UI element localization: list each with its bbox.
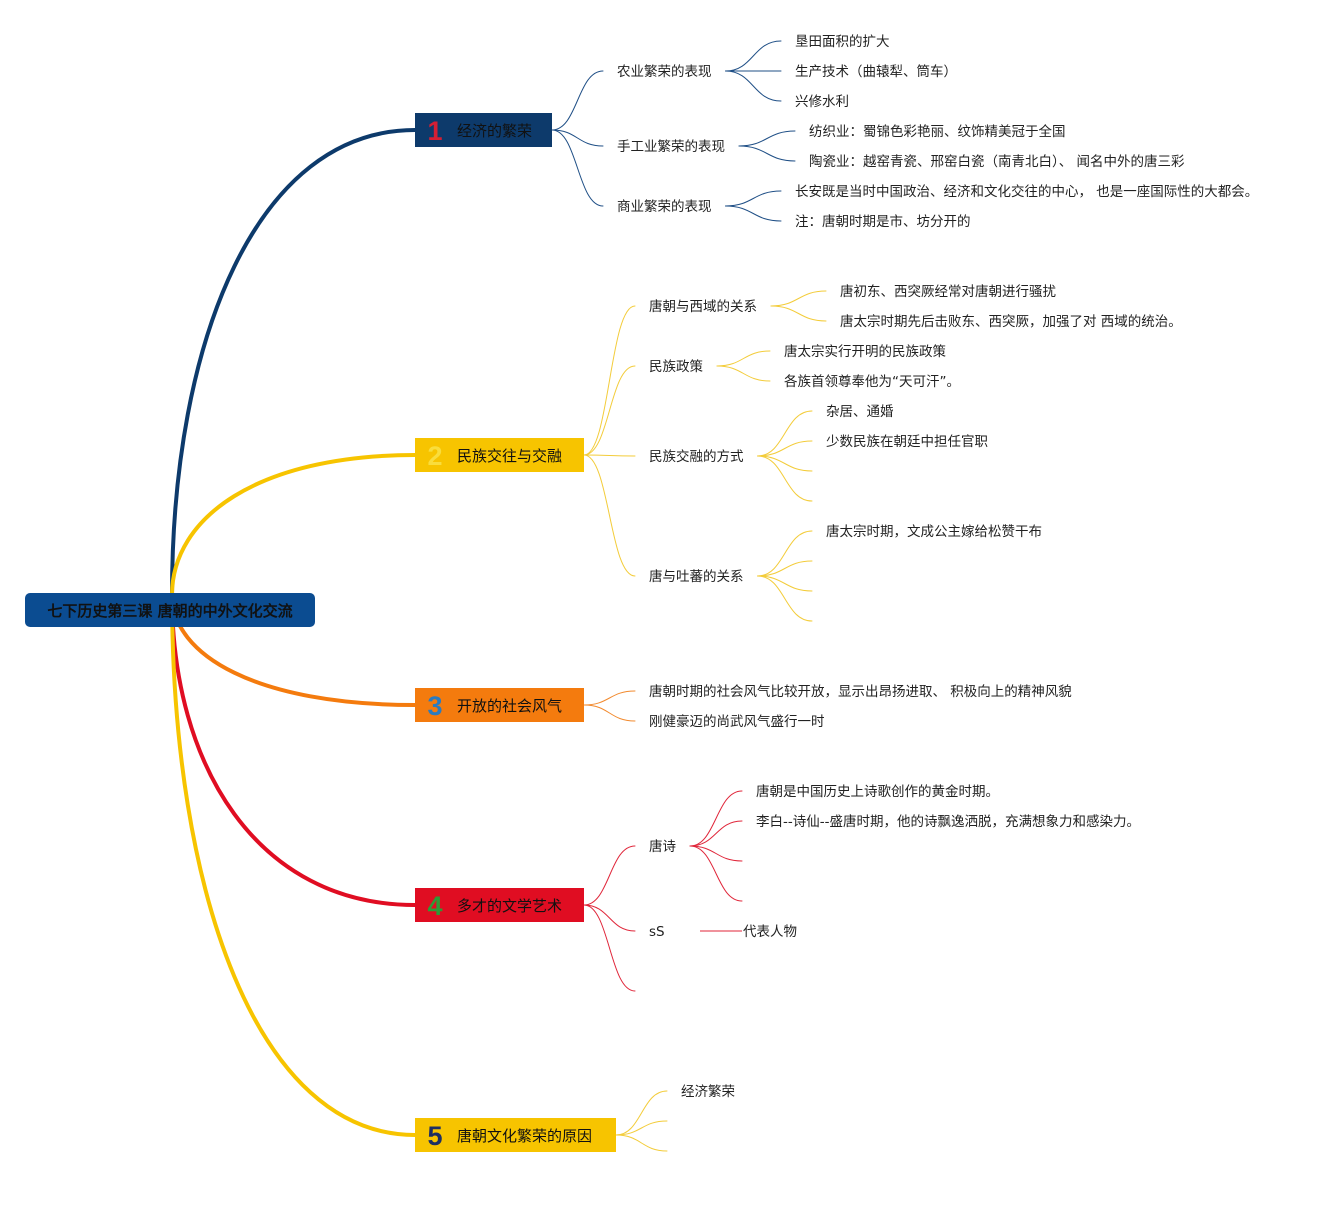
branch-box [415,438,584,472]
root-label: 七下历史第三课 唐朝的中外文化交流 [47,602,292,620]
branch-number: 1 [427,116,442,146]
topic-connector [583,690,636,706]
branch-number: 4 [427,891,442,921]
branch-box [415,688,584,722]
branch-label: 唐朝文化繁荣的原因 [457,1127,592,1145]
leaf-label[interactable]: 各族首领尊奉他为“天可汗”。 [784,374,960,390]
leaf-label[interactable]: 长安既是当时中国政治、经济和文化交往的中心， 也是一座国际性的大都会。 [795,183,1258,200]
leaf-connector [725,40,782,72]
leaf-label[interactable]: 唐太宗实行开明的民族政策 [784,343,946,360]
topic-label[interactable]: 唐与吐蕃的关系 [649,568,744,585]
branch-connector-1 [170,128,417,597]
branch-number: 5 [427,1121,442,1151]
topic-connector [615,1120,668,1136]
leaf-label[interactable]: 唐太宗时期，文成公主嫁给松赞干布 [826,523,1042,540]
topic-connector [551,129,604,207]
topic-label[interactable]: 唐诗 [649,838,676,855]
root-node[interactable]: 七下历史第三课 唐朝的中外文化交流 [25,593,315,627]
leaf-label[interactable]: 兴修水利 [795,94,849,110]
branch-label: 民族交往与交融 [457,447,562,465]
leaf-connector [770,290,827,307]
branch-box [415,888,584,922]
topic-connector [583,704,636,722]
branch-box [415,1118,616,1152]
leaf-connector [738,145,796,162]
topic-label[interactable]: 刚健豪迈的尚武风气盛行一时 [649,714,825,730]
topic-label[interactable]: 农业繁荣的表现 [617,64,712,80]
topic-label[interactable]: sS [649,924,665,940]
topic-label[interactable]: 唐朝时期的社会风气比较开放，显示出昂扬进取、 积极向上的精神风貌 [649,683,1072,700]
connector-lines [170,40,827,1152]
leaf-connector [725,190,782,207]
leaf-connector [689,845,743,862]
leaf-label[interactable]: 李白--诗仙--盛唐时期，他的诗飘逸洒脱，充满想象力和感染力。 [756,813,1140,830]
branch-box [415,113,552,147]
branch-connector-4 [170,593,417,907]
topic-connector [583,305,636,456]
branch-connector-5 [170,593,417,1137]
leaf-connector [757,455,813,502]
leaf-label[interactable]: 生产技术（曲辕犁、筒车） [795,63,957,80]
leaf-connector [757,575,813,592]
topic-label[interactable]: 唐朝与西域的关系 [649,298,757,315]
leaf-label[interactable]: 唐初东、西突厥经常对唐朝进行骚扰 [840,283,1056,300]
branch-label: 经济的繁荣 [457,122,532,140]
leaf-connector [770,305,827,322]
leaf-connector [689,820,743,847]
leaf-label[interactable]: 少数民族在朝廷中担任官职 [826,434,988,450]
topic-connector [615,1134,668,1152]
branch-node-4[interactable]: 4 多才的文学艺术 [415,888,584,922]
leaf-label[interactable]: 注：唐朝时期是市、坊分开的 [795,213,971,230]
leaf-connector [757,560,813,577]
leaf-label[interactable]: 唐朝是中国历史上诗歌创作的黄金时期。 [756,783,999,800]
topic-connector [583,454,636,577]
branch-connector-2 [170,453,417,597]
leaf-connector [716,365,771,382]
leaf-connector [757,440,813,457]
leaf-connector [689,790,743,847]
leaf-label[interactable]: 垦田面积的扩大 [795,34,890,50]
topic-connector [551,129,604,147]
topic-connector [583,904,636,932]
topic-label[interactable]: 民族交融的方式 [649,448,744,465]
branch-number: 2 [427,441,442,471]
topic-label[interactable]: 手工业繁荣的表现 [617,139,725,155]
topic-connector [551,70,604,131]
leaf-label[interactable]: 纺织业：蜀锦色彩艳丽、纹饰精美冠于全国 [809,123,1066,140]
branch-node-3[interactable]: 3 开放的社会风气 [415,688,584,722]
topic-connector [583,454,636,457]
branch-node-1[interactable]: 1 经济的繁荣 [415,113,552,147]
topic-label[interactable]: 经济繁荣 [681,1084,735,1100]
leaf-connector [757,575,813,622]
leaf-label[interactable]: 陶瓷业：越窑青瓷、邢窑白瓷（南青北白）、 闻名中外的唐三彩 [809,153,1185,170]
leaf-label[interactable]: 杂居、通婚 [826,404,894,420]
branch-number: 3 [427,691,442,721]
leaf-label[interactable]: 代表人物 [743,924,797,940]
topic-label[interactable]: 商业繁荣的表现 [617,199,712,215]
topic-connector [615,1090,668,1136]
leaf-connector [757,530,813,577]
branch-node-5[interactable]: 5 唐朝文化繁荣的原因 [415,1118,616,1152]
topic-label[interactable]: 民族政策 [649,358,703,375]
leaf-connector [757,410,813,457]
leaf-connector [716,350,771,367]
branch-label: 开放的社会风气 [457,697,562,715]
topic-connector [583,845,636,906]
branch-node-2[interactable]: 2 民族交往与交融 [415,438,584,472]
leaf-connector [757,455,813,472]
mind-map-nodes: 七下历史第三课 唐朝的中外文化交流 1 经济的繁荣 农业繁荣的表现 垦田面积的扩大生产… [25,34,1258,1152]
leaf-connector [725,70,782,102]
leaf-connector [738,130,796,147]
leaf-connector [725,205,782,222]
leaf-connector [689,845,743,902]
topic-connector [583,365,636,456]
branch-label: 多才的文学艺术 [457,897,562,915]
topic-connector [583,904,636,992]
leaf-label[interactable]: 唐太宗时期先后击败东、西突厥，加强了对 西域的统治。 [840,313,1182,330]
